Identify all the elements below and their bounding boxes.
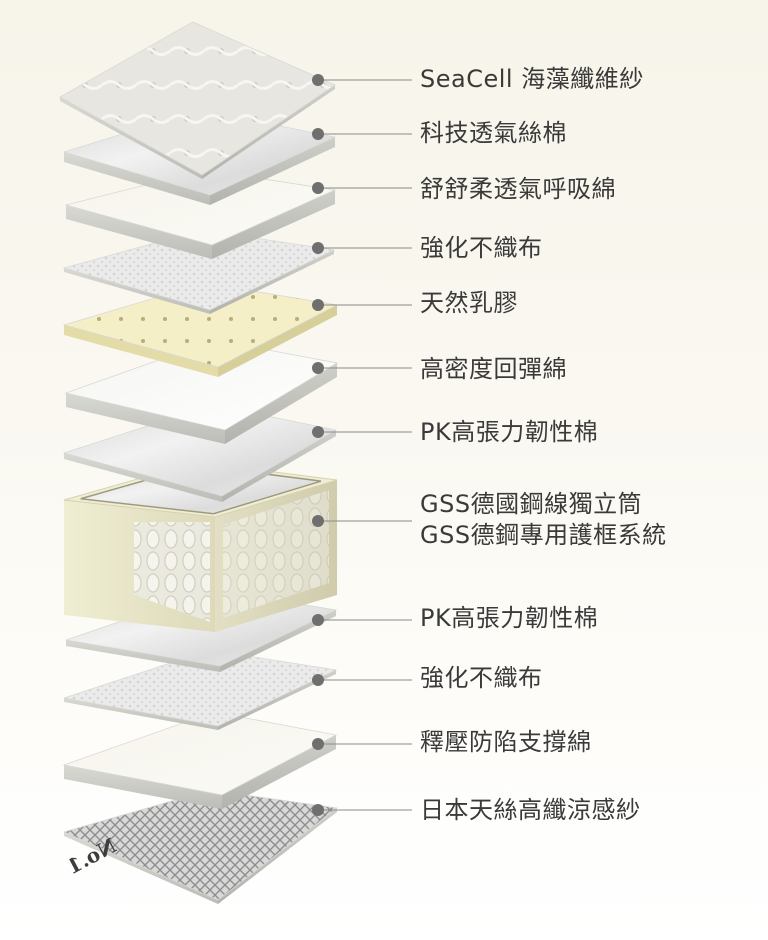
layer-top-face (62, 711, 338, 796)
layer-label-text: 強化不織布 (420, 234, 543, 262)
layer-label-text: PK高張力韌性棉 (420, 418, 599, 446)
layer-edge-front (66, 393, 225, 444)
layer-label-text: 日本天絲高纖涼感紗 (420, 796, 641, 824)
pocket-springs-side (223, 490, 329, 618)
layer-label: 舒舒柔透氣呼吸綿 (420, 174, 616, 205)
layer-top-face (63, 649, 338, 727)
layer-marker-dot (312, 804, 324, 816)
layer-pk-cotton-1 (62, 404, 338, 502)
layer-soft-foam (64, 169, 337, 259)
layer-label-text: 高密度回彈綿 (420, 355, 567, 383)
layer-label-text: 舒舒柔透氣呼吸綿 (420, 175, 616, 203)
layer-edge-front (66, 205, 212, 259)
layer-label: 強化不織布 (420, 663, 543, 694)
layer-edge-front (64, 832, 218, 904)
layer-label-text: 強化不織布 (420, 664, 543, 692)
layer-label-text: 天然乳膠 (420, 289, 518, 317)
pocket-springs (134, 522, 210, 622)
layer-label-text: GSS德國鋼線獨立筒 (420, 490, 643, 518)
layer-marker-dot (312, 362, 324, 374)
layer-edge-side (225, 363, 337, 444)
layer-edge-front (64, 268, 210, 314)
layer-marker-dot (312, 299, 324, 311)
layer-label: PK高張力韌性棉 (420, 603, 598, 634)
layer-edge-front (64, 765, 222, 809)
layer-edge-side (210, 137, 335, 205)
layer-marker-dot (312, 674, 324, 686)
layer-marker-dot (312, 515, 324, 527)
layer-label-text: GSS德鋼專用護框系統 (420, 521, 667, 549)
layer-edge-front (64, 152, 210, 205)
layer-nonwoven-2 (63, 649, 338, 730)
layer-edge-side (220, 610, 336, 672)
layer-nonwoven-1 (62, 229, 336, 314)
layer-label: PK高張力韌性棉 (420, 417, 598, 448)
layer-marker-dot (312, 738, 324, 750)
layer-label: SeaCell 海藻纖維紗 (420, 64, 644, 95)
layer-seacell (59, 21, 336, 179)
layer-edge-side (202, 85, 335, 179)
layer-edge-front (60, 97, 202, 179)
layer-top-face (62, 229, 336, 311)
layer-marker-dot (312, 128, 324, 140)
layer-edge-side (218, 305, 337, 377)
layer-label: 強化不織布 (420, 233, 543, 264)
layer-marker-dot (312, 426, 324, 438)
layer-marker-dot (312, 182, 324, 194)
layer-label: 釋壓防陷支撐綿 (420, 727, 592, 758)
layer-edge-side (222, 430, 336, 502)
layer-edge-side (218, 670, 336, 730)
layer-top-face (59, 21, 336, 176)
layer-top-face (64, 169, 337, 246)
layer-label: GSS德國鋼線獨立筒 GSS德鋼專用護框系統 (420, 489, 667, 551)
layer-edge-front (64, 453, 222, 502)
layer-hd-foam (64, 339, 339, 444)
layer-edge-front (66, 640, 220, 672)
layer-latex (62, 282, 339, 377)
layer-edge-front (64, 325, 218, 377)
layer-marker-dot (312, 74, 324, 86)
layer-top-face (62, 404, 338, 497)
layer-tencel: No.1 (62, 789, 338, 904)
layer-top-face (64, 339, 339, 431)
layer-edge-side (222, 735, 336, 809)
layer-edge-side (210, 250, 334, 314)
layer-label-text: PK高張力韌性棉 (420, 604, 599, 632)
layer-marker-dot (312, 242, 324, 254)
layer-top-face (62, 789, 338, 901)
layer-marker-dot (312, 614, 324, 626)
layer-top-face (62, 282, 339, 368)
layer-label-text: 科技透氣絲棉 (420, 119, 567, 147)
layer-edge-front (64, 698, 218, 730)
layer-support-foam (62, 711, 338, 809)
layer-label: 日本天絲高纖涼感紗 (420, 795, 641, 826)
layer-label: 高密度回彈綿 (420, 354, 567, 385)
layer-label: 天然乳膠 (420, 288, 518, 319)
layer-label: 科技透氣絲棉 (420, 118, 567, 149)
layer-springs (63, 461, 338, 632)
layer-label-text: SeaCell 海藻纖維紗 (420, 65, 644, 93)
layer-label-text: 釋壓防陷支撐綿 (420, 728, 592, 756)
layer-edge-side (218, 808, 337, 904)
layer-edge-side (212, 190, 335, 259)
